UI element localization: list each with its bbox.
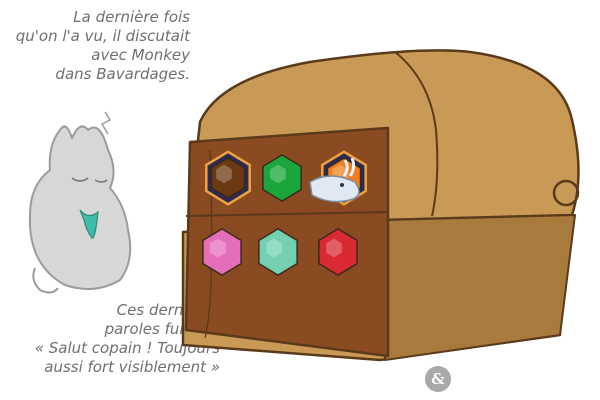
rabbit-character <box>28 111 132 294</box>
caption-top: La dernière fois qu'on l'a vu, il discut… <box>15 8 190 83</box>
chest-latch-icon <box>552 179 580 207</box>
gem-green-icon <box>262 154 302 202</box>
author-logo-icon: & <box>425 366 451 392</box>
fish-creature-icon <box>309 157 360 203</box>
gem-pink-icon <box>202 228 242 276</box>
gem-teal-icon <box>258 228 298 276</box>
gem-brown-icon <box>210 157 246 199</box>
scarf-icon <box>79 209 99 239</box>
gem-red-icon <box>318 228 358 276</box>
closed-eyes-icon <box>71 177 89 182</box>
treasure-chest <box>181 49 580 362</box>
